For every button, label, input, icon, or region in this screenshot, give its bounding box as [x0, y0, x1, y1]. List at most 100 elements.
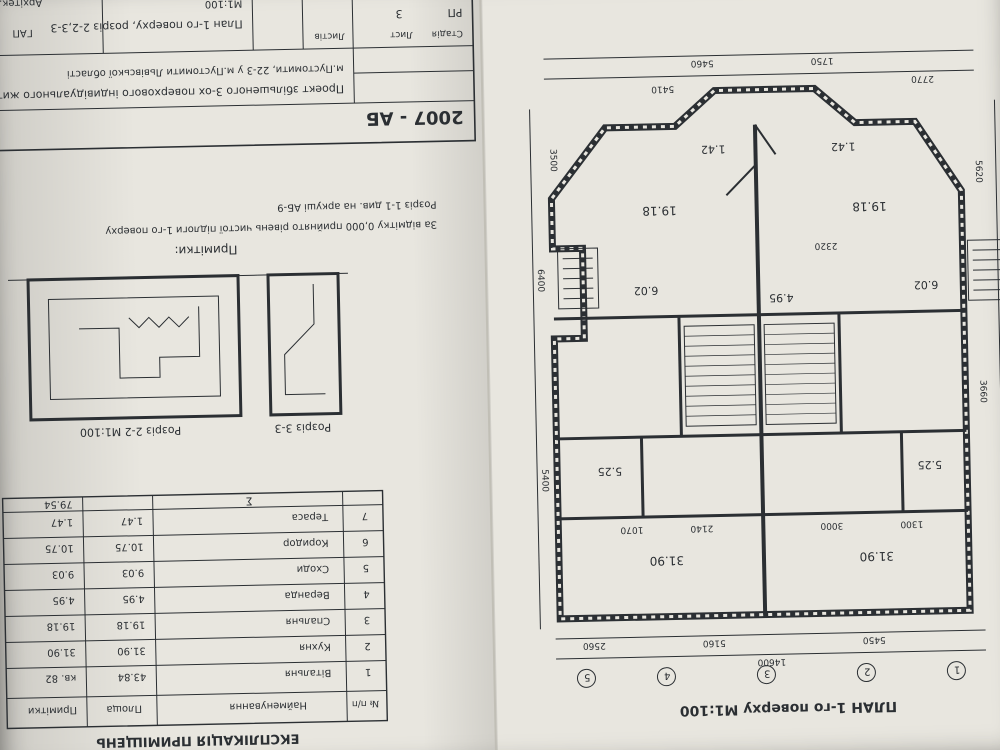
svg-text:31.90: 31.90: [859, 549, 894, 564]
explication-title: ЕКСПЛІКАЦІЯ ПРИМІЩЕНЬ: [96, 730, 300, 749]
svg-text:4.95: 4.95: [769, 291, 794, 305]
svg-text:43.84: 43.84: [118, 671, 147, 683]
svg-text:Кухня: Кухня: [299, 641, 331, 653]
svg-text:6.02: 6.02: [914, 278, 939, 292]
svg-text:3000: 3000: [820, 520, 843, 530]
stamp-code: 2007 - АБ: [366, 106, 464, 129]
stamp-role-1: ГАП: [12, 27, 33, 38]
svg-text:1: 1: [365, 666, 372, 677]
svg-text:2560: 2560: [583, 640, 606, 650]
total-label: Σ: [246, 494, 253, 507]
svg-text:3: 3: [764, 668, 771, 679]
svg-text:2: 2: [864, 665, 871, 676]
svg-text:6: 6: [362, 536, 369, 547]
svg-text:5460: 5460: [690, 58, 713, 68]
col-header-area: Площа: [106, 703, 142, 715]
table-row: 5 Сходи 9.03 9.03: [3, 556, 384, 580]
svg-text:6.02: 6.02: [634, 284, 659, 298]
svg-text:1.42: 1.42: [701, 142, 726, 156]
svg-text:5: 5: [363, 562, 370, 573]
svg-text:7: 7: [362, 510, 369, 521]
stamp-stage-label: Стадія: [432, 28, 463, 39]
col-header-name: Найменування: [229, 699, 307, 712]
svg-text:4.95: 4.95: [122, 593, 144, 604]
svg-text:10.75: 10.75: [115, 541, 144, 553]
svg-text:19.18: 19.18: [116, 619, 145, 631]
section-2-2-title: Розріз 2-2 М1:100: [80, 424, 182, 439]
svg-text:2140: 2140: [690, 523, 713, 533]
svg-text:1.42: 1.42: [831, 140, 856, 154]
svg-text:5160: 5160: [702, 637, 725, 647]
inner-dimensions: 1300 3000 2140 1070 2320 5620 3660 3500 …: [547, 83, 987, 650]
svg-text:5.25: 5.25: [598, 465, 623, 479]
svg-text:5.25: 5.25: [917, 458, 942, 472]
svg-text:1.47: 1.47: [121, 515, 143, 526]
svg-text:3500: 3500: [547, 149, 557, 172]
svg-text:Спальня: Спальня: [286, 615, 331, 627]
svg-text:кв. 82: кв. 82: [45, 672, 76, 684]
svg-text:4.95: 4.95: [52, 594, 74, 605]
svg-text:2770: 2770: [911, 73, 934, 83]
svg-text:5: 5: [584, 671, 591, 682]
table-row: 7 Тераса 1.47 1.47: [2, 504, 383, 528]
svg-text:5400: 5400: [539, 469, 549, 492]
svg-text:Веранда: Веранда: [284, 589, 329, 601]
svg-text:19.18: 19.18: [47, 620, 76, 632]
stamp-sheet-label: Лист: [390, 29, 413, 39]
svg-text:4: 4: [363, 588, 370, 599]
svg-text:5410: 5410: [651, 83, 674, 93]
stamp-sheet: 3: [395, 7, 402, 20]
title-stamp: 2007 - АБ Проект збільшеного 3-ох поверх…: [0, 0, 477, 152]
svg-text:9.03: 9.03: [122, 567, 144, 578]
section-3-3: Розріз 3-3: [257, 271, 348, 435]
svg-text:19.18: 19.18: [852, 199, 887, 214]
svg-text:Тераса: Тераса: [292, 511, 330, 523]
room-labels: 31.90 31.90 19.18 19.18 4.95 6.02 6.02 1…: [598, 140, 943, 568]
svg-text:10.75: 10.75: [45, 542, 74, 554]
svg-text:2: 2: [364, 640, 371, 651]
table-row: 6 Коридор 10.75 10.75: [3, 530, 384, 554]
notes: Примітки: За відмітку 0,000 прийнято рів…: [105, 198, 437, 258]
plan-title: ПЛАН 1-го поверху М1:100: [679, 698, 897, 719]
building-outline: [547, 84, 1000, 623]
svg-text:1750: 1750: [810, 55, 833, 65]
svg-text:1: 1: [954, 664, 961, 675]
table-row: 3 Спальня 19.18 19.18: [5, 608, 385, 632]
svg-text:4: 4: [664, 670, 671, 681]
stamp-stage: РП: [447, 6, 462, 19]
svg-text:2320: 2320: [814, 240, 837, 250]
notes-line-2: Розріз 1-1 див. на аркуші АБ-9: [277, 198, 437, 213]
svg-text:14600: 14600: [757, 656, 786, 667]
svg-text:3660: 3660: [977, 380, 987, 403]
axis-bubbles: 1 2 3 4 5 А Б В Г Д Е: [576, 661, 966, 688]
svg-text:Вітальня: Вітальня: [285, 667, 332, 680]
svg-text:6400: 6400: [535, 269, 545, 292]
stamp-address: м.Пустомити, 22-3 у м.Пустомити Львівськ…: [67, 62, 344, 80]
table-row: 2 Кухня 31.90 31.90: [5, 634, 386, 658]
notes-line-1: За відмітку 0,000 прийнято рівень чистої…: [105, 218, 437, 237]
svg-text:1070: 1070: [620, 524, 643, 534]
notes-header: Примітки:: [174, 243, 237, 258]
stamp-sheet-title: План 1-го поверху, розріз 2-2,3-3: [50, 17, 242, 34]
svg-text:Коридор: Коридор: [283, 537, 329, 549]
svg-text:1.47: 1.47: [51, 516, 73, 527]
svg-text:19.18: 19.18: [642, 203, 677, 218]
stamp-scale: М1:100: [205, 0, 243, 9]
section-3-3-title: Розріз 3-3: [274, 421, 331, 435]
total-value: 79.54: [44, 498, 73, 510]
svg-text:31.90: 31.90: [650, 553, 685, 568]
stamp-sheets-label: Листів: [314, 30, 345, 41]
section-2-2: Розріз 2-2 М1:100: [8, 274, 258, 439]
svg-text:Сходи: Сходи: [297, 563, 330, 575]
svg-text:31.90: 31.90: [117, 645, 146, 657]
col-header-notes: Примітки: [28, 704, 77, 717]
table-row: 1 Вітальня 43.84 кв. 82: [6, 660, 387, 684]
table-row: 4 Веранда 4.95 4.95: [4, 582, 385, 606]
stamp-role-2: Архітек.: [0, 0, 42, 10]
svg-text:3: 3: [364, 614, 371, 625]
svg-text:5620: 5620: [973, 160, 983, 183]
svg-text:5450: 5450: [862, 634, 885, 644]
